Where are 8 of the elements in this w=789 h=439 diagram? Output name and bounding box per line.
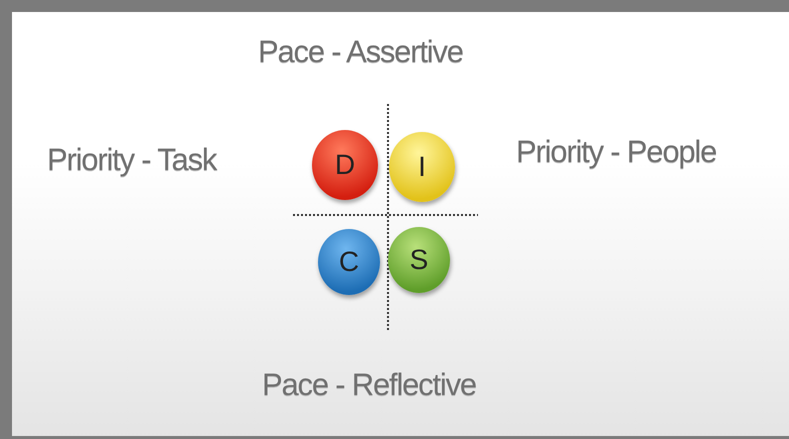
quadrant-letter: C: [338, 246, 360, 278]
quadrant-letter: D: [334, 149, 356, 181]
axis-label: Priority - Task: [47, 142, 216, 178]
axis-label: Pace - Assertive: [258, 34, 463, 70]
quadrant-letter: I: [418, 151, 426, 183]
quadrant-letter: S: [410, 244, 428, 276]
axis-label: Priority - People: [516, 134, 716, 170]
axis-label: Pace - Reflective: [262, 367, 476, 403]
